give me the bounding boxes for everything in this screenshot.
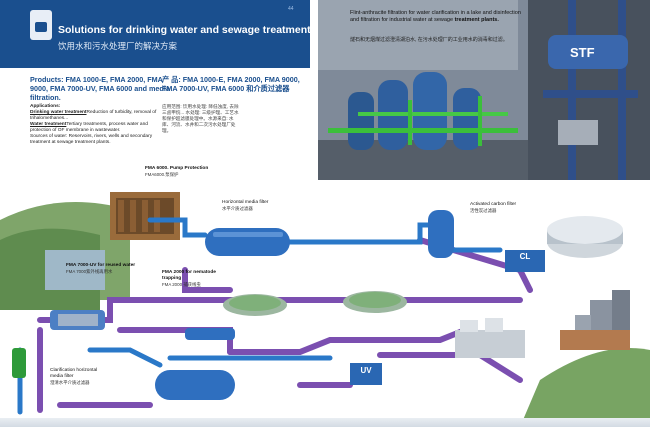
treatment-plant [455,330,525,358]
label-fma2000-cn: FMA 2000 捕获线虫 [162,282,201,287]
fma2000-unit [185,328,235,340]
label-acf-en: Activated carbon filter [470,202,517,207]
photo-note-english-bold: treatment plants. [454,17,499,23]
process-diagram [0,180,650,427]
page-number: 44 [288,6,294,12]
plant-photo: STF [318,0,650,180]
label-hmf: Horizontal media filter 水平介质过滤器 [222,200,268,213]
uv-box [350,363,382,385]
app-drinking-label: Drinking water treatment [30,110,87,115]
photo-note-chinese: 燧石和无烟煤过滤澄清湖泊水, 在污水处理厂的工业用水的消毒和过滤。 [350,37,508,43]
cl-tag: CL [519,252,531,261]
label-fma6000-cn: FMA6000.泵保护 [145,172,179,177]
applications-chinese: 应用范围: 饮用水处理: 降低浊度, 去除三卤甲烷... 水处理: 三级护理、工… [162,104,239,133]
header-band: 44 Solutions for drinking water and sewa… [0,0,344,68]
photo-note-english: Flint-anthracite filtration for water cl… [350,10,530,24]
hydrant [12,348,26,378]
hill-right [520,348,650,427]
label-acf-cn: 活性炭过滤器 [470,208,497,213]
label-fma7000-cn: FMA 7000紫外线再用水 [66,269,113,274]
title-english: Solutions for drinking water and sewage … [58,24,345,36]
plant-photo-drawing: STF [318,0,650,180]
products-chinese: 产 品: FMA 1000-E, FMA 2000, FMA 9000, FMA… [162,75,300,93]
label-fma7000: FMA 7000-UV for reused water FMA 7000紫外线… [66,263,135,276]
uv-tag: UV [360,366,372,375]
logo-icon [30,10,52,40]
app-sources-text: Sources of water: Reservoirs, rivers, we… [30,134,153,145]
applications-english: Applications: Drinking water treatmentRe… [30,104,162,146]
label-fma2000-en-b: trapping [162,276,182,281]
label-fma2000-en-a: FMA 2000 for nematode [162,270,216,275]
label-fma2000: FMA 2000 for nematode trapping FMA 2000 … [162,270,216,289]
label-acf: Activated carbon filter 活性炭过滤器 [470,202,516,215]
app-drinking-text: Reduction of turbidity, removal of triha… [30,110,157,121]
label-hmf-en: Horizontal media filter [222,200,269,205]
title-chinese: 饮用水和污水处理厂的解决方案 [58,41,178,51]
label-clar-cn: 澄清水平介质过滤器 [50,380,90,385]
cl-box [505,250,545,272]
activated-carbon-filter-tank [428,210,454,258]
label-fma6000-en: FMA 6000. Pump Protection [145,166,209,171]
applications-heading: Applications: [30,104,61,109]
label-fma6000: FMA 6000. Pump Protection FMA6000.泵保护 [145,166,208,179]
label-clarification: Clarification horizontal media filter 澄清… [50,368,97,387]
photo-note-english-line: Flint-anthracite filtration for water cl… [350,10,521,23]
app-water-text: Tertiary treatments, process water and p… [30,122,148,133]
label-clar-en-b: media filter [50,374,74,379]
products-english: Products: FMA 1000-E, FMA 2000, FMA 9000… [30,75,170,102]
clarification-horizontal-filter-tank [155,370,235,400]
app-water-label: Water treatment [30,122,67,127]
reservoir [45,250,105,290]
label-clar-en-a: Clarification horizontal [50,368,98,373]
label-fma7000-en: FMA 7000-UV for reused water [66,263,136,268]
stf-vessel-label: STF [570,45,595,60]
label-hmf-cn: 水平介质过滤器 [222,206,253,211]
